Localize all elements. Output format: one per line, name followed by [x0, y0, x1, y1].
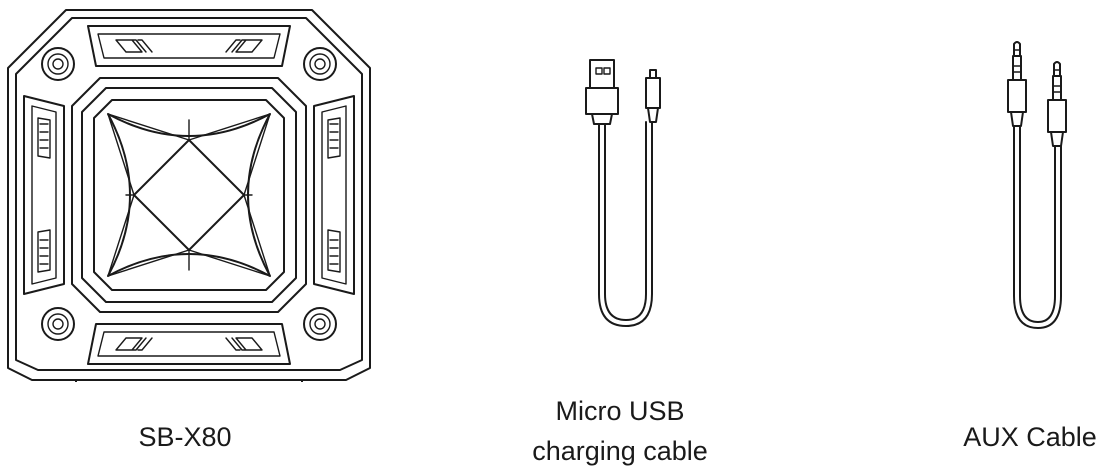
- aux-cable-icon: [1007, 41, 1067, 329]
- usb-cable-label-line1: Micro USB: [555, 396, 685, 426]
- speaker-label: SB-X80: [138, 422, 232, 452]
- speaker-outline-icon: [7, 9, 371, 382]
- micro-usb-cable-icon: [585, 59, 661, 327]
- usb-cable-illustration: [582, 58, 676, 332]
- speaker-illustration: [6, 8, 372, 382]
- usb-cable-label-line2: charging cable: [532, 436, 708, 466]
- aux-cable-label: AUX Cable: [963, 422, 1097, 452]
- aux-cable-illustration: [1000, 40, 1080, 332]
